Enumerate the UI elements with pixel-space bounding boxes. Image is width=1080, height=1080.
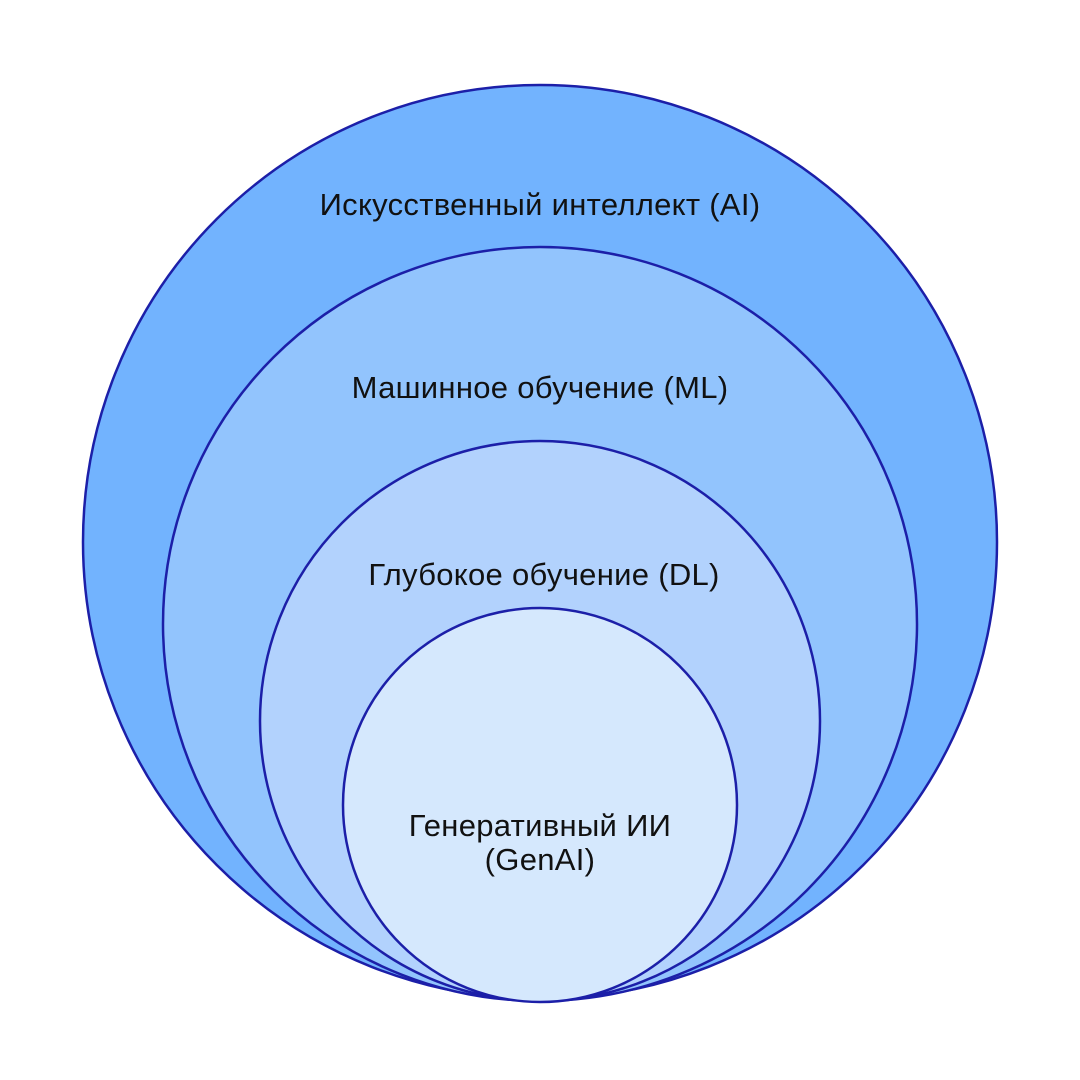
label-ai: Искусственный интеллект (AI): [320, 187, 761, 222]
label-ml: Машинное обучение (ML): [352, 370, 729, 405]
label-dl: Глубокое обучение (DL): [368, 557, 719, 592]
circle-genai: [341, 606, 739, 1004]
label-genai-line2: (GenAI): [485, 842, 596, 877]
label-genai-line1: Генеративный ИИ: [409, 808, 672, 843]
